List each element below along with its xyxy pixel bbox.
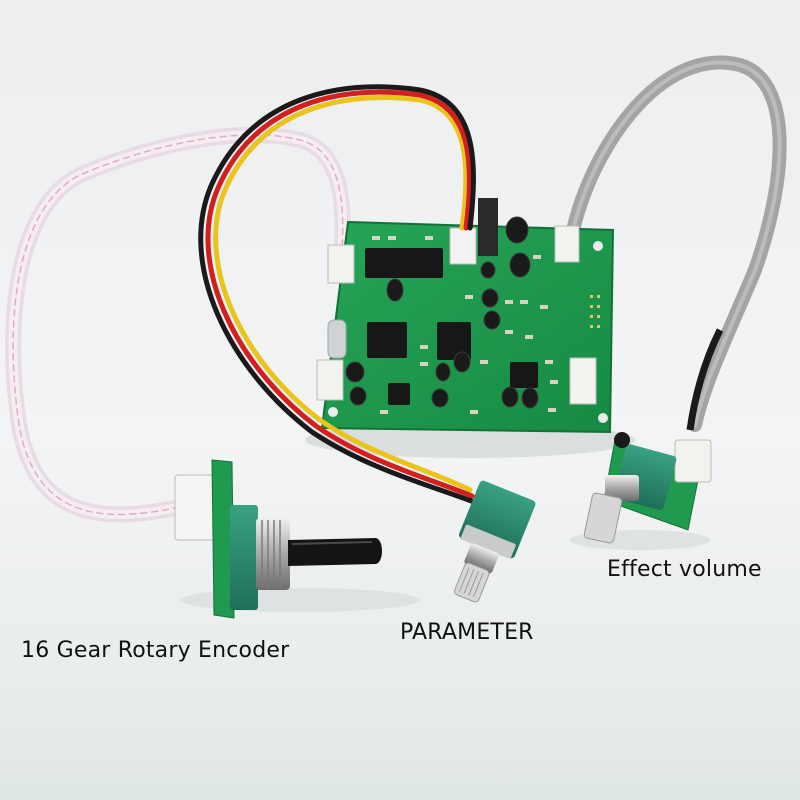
effect-volume-caption: Effect volume [607, 557, 762, 582]
ribbon-cable [5, 126, 351, 523]
pcb-board [316, 198, 615, 434]
effect-volume-pot [583, 432, 712, 544]
encoder-caption: 16 Gear Rotary Encoder [21, 638, 290, 663]
three-colour-wire [198, 84, 477, 505]
parameter-caption: PARAMETER [400, 620, 534, 645]
rotary-encoder [174, 459, 382, 619]
parameter-pot [454, 480, 536, 603]
